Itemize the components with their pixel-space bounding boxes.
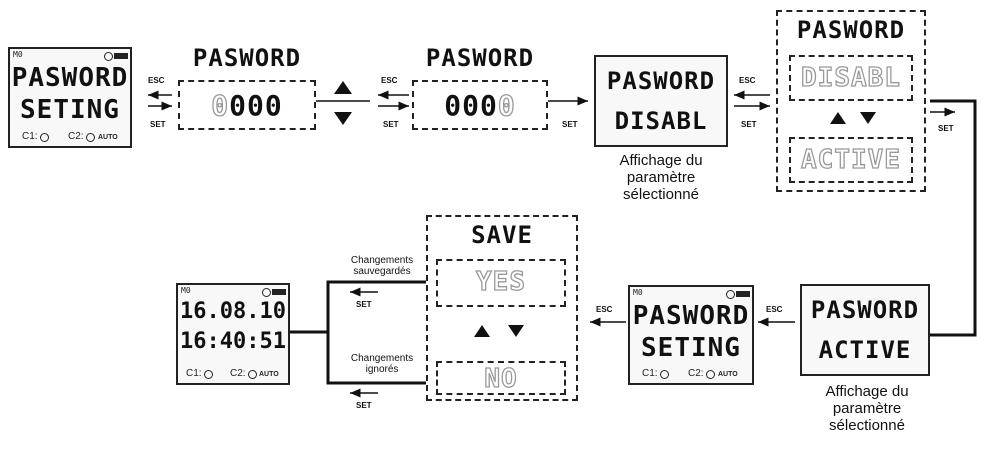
status-circle-icon (726, 290, 735, 299)
lcd-pasword-active: PASWORD ACTIVE (800, 284, 930, 376)
option-yes: YES (475, 267, 526, 297)
clock-date: 16.08.10 (180, 299, 286, 324)
clock-time: 16:40:51 (180, 329, 286, 354)
set-label-5: SET (938, 124, 954, 133)
lcd-pasword-seting-2: M0 PASWORD SETING C1: C2: AUTO (628, 285, 754, 385)
option-yes-box: YES (436, 259, 566, 307)
status-circle-icon (262, 288, 271, 297)
c1-circle-icon (660, 370, 669, 379)
caption-top: Affichage du paramètre sélectionné (584, 152, 738, 203)
set-label-4: SET (741, 120, 757, 129)
set-label-2: SET (383, 120, 399, 129)
password-digits-1: 0000 (180, 89, 314, 122)
pasword-title-2: PASWORD (425, 44, 535, 72)
lcd-line-2: ACTIVE (818, 336, 912, 364)
pasword-title-1: PASWORD (192, 44, 302, 72)
lcd-line-2: SETING (20, 95, 120, 125)
indicator-m0: M0 (13, 50, 23, 59)
caption-ignored: Changements ignorés (336, 353, 428, 375)
set-label-3: SET (562, 120, 578, 129)
option-active: ACTIVE (800, 145, 901, 175)
caption-line: Affichage du (825, 383, 909, 400)
lcd-line-1: PASWORD (606, 67, 716, 95)
esc-label-7: ESC (596, 305, 613, 314)
caption-line: paramètre (832, 400, 902, 417)
option-no: NO (484, 364, 518, 394)
down-triangle-icon (334, 112, 352, 125)
esc-label-1: ESC (148, 76, 165, 85)
caption-line: sélectionné (623, 186, 699, 203)
c1-label: C1: (186, 368, 202, 379)
indicator-m0: M0 (181, 286, 191, 295)
option-no-box: NO (436, 361, 566, 395)
active-digit: 0 (211, 89, 230, 122)
option-disabl: DISABL (800, 63, 901, 93)
lcd-pasword-disabl: PASWORD DISABL (594, 55, 728, 147)
lcd-line-1: PASWORD (810, 296, 920, 324)
active-digit: 0 (497, 89, 516, 122)
esc-label-6: ESC (766, 305, 783, 314)
esc-label-2: ESC (381, 76, 398, 85)
lcd-line-1: PASWORD (632, 301, 750, 331)
select-list-box: PASWORD DISABL ACTIVE (776, 10, 926, 192)
down-triangle-icon (508, 325, 524, 337)
set-label-yes: SET (356, 300, 372, 309)
set-label-no: SET (356, 401, 372, 410)
battery-icon (736, 291, 750, 297)
digits: 000 (444, 89, 498, 122)
c1-circle-icon (40, 133, 49, 142)
esc-label-4: ESC (739, 76, 756, 85)
caption-line: sélectionné (829, 417, 905, 434)
c2-circle-icon (706, 370, 715, 379)
indicator-m0: M0 (633, 288, 643, 297)
select-title: PASWORD (796, 16, 906, 44)
caption-line: sauvegardés (353, 266, 411, 277)
caption-line: Changements (350, 353, 414, 364)
option-active-box: ACTIVE (789, 137, 913, 183)
digits: 000 (229, 89, 283, 122)
auto-label: AUTO (259, 371, 279, 378)
auto-label: AUTO (98, 134, 118, 141)
caption-line: ignorés (365, 364, 399, 375)
up-triangle-icon (334, 81, 352, 94)
lcd-line-1: PASWORD (11, 63, 129, 93)
c2-label: C2: (230, 368, 246, 379)
password-entry-box-2: 0000 (412, 80, 548, 130)
caption-line: Changements (350, 255, 414, 266)
c2-label: C2: (68, 131, 84, 142)
yes-path (290, 280, 432, 334)
c1-label: C1: (642, 368, 658, 379)
status-circle-icon (104, 52, 113, 61)
up-triangle-icon (474, 325, 490, 337)
caption-bottom: Affichage du paramètre sélectionné (790, 383, 944, 434)
c2-circle-icon (248, 370, 257, 379)
down-triangle-icon (860, 112, 876, 124)
c2-label: C2: (688, 368, 704, 379)
password-digits-2: 0000 (414, 89, 546, 122)
save-title: SAVE (471, 221, 533, 249)
set-label-1: SET (150, 120, 166, 129)
option-disabl-box: DISABL (789, 55, 913, 101)
lcd-clock: M0 16.08.10 16:40:51 C1: C2: AUTO (176, 283, 290, 385)
battery-icon (114, 53, 128, 59)
battery-icon (272, 289, 286, 295)
c1-circle-icon (204, 370, 213, 379)
lcd-line-2: SETING (641, 333, 741, 363)
lcd-line-2: DISABL (614, 107, 708, 135)
caption-saved: Changements sauvegardés (336, 255, 428, 277)
return-connector (930, 99, 977, 337)
auto-label: AUTO (718, 371, 738, 378)
password-entry-box-1: 0000 (178, 80, 316, 130)
no-path (326, 332, 432, 385)
up-triangle-icon (830, 112, 846, 124)
c2-circle-icon (86, 133, 95, 142)
caption-line: Affichage du (619, 152, 703, 169)
caption-line: paramètre (626, 169, 696, 186)
c1-label: C1: (22, 131, 38, 142)
lcd-pasword-seting-1: M0 PASWORD SETING C1: C2: AUTO (8, 47, 132, 148)
save-box: SAVE YES NO (426, 215, 578, 401)
